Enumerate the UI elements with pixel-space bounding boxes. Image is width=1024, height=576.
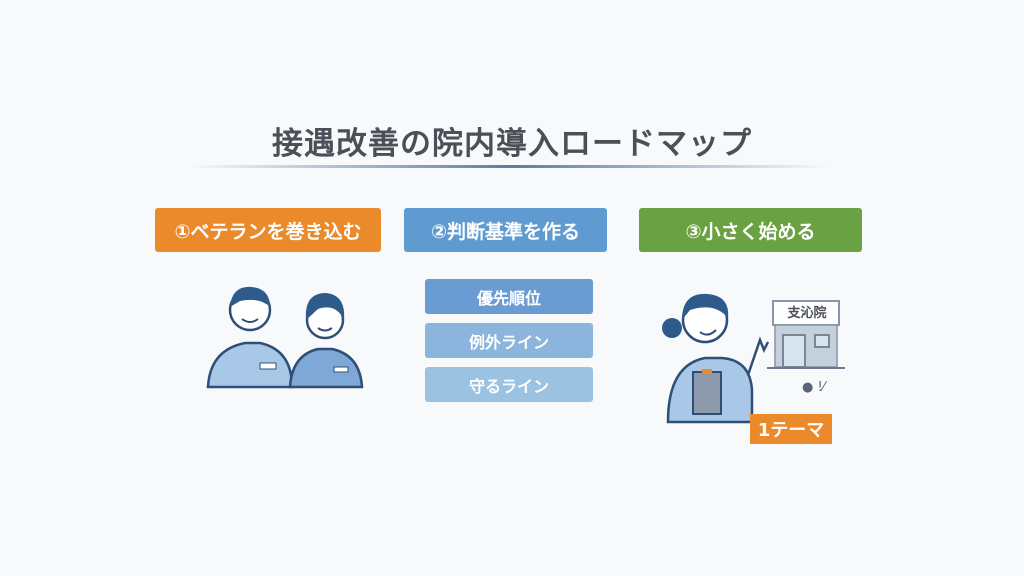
step-2-criteria: ②判断基準を作る: [404, 208, 607, 252]
veteran-staff-illustration: [206, 286, 364, 389]
staff-with-clipboard-illustration: [662, 293, 770, 424]
title-divider: [190, 165, 830, 168]
exclamation-icon: ● !⁄: [802, 380, 825, 395]
clinic-building-icon: [767, 300, 845, 369]
criterion-priority: 優先順位: [425, 279, 593, 314]
criterion-protect-line: 守るライン: [425, 367, 593, 402]
step-1-veterans: ①ベテランを巻き込む: [155, 208, 381, 252]
one-theme-badge: 1テーマ: [750, 414, 832, 444]
criterion-exception-line: 例外ライン: [425, 323, 593, 358]
clinic-sign-text: 支沁院: [787, 306, 827, 321]
slide-title: 接遇改善の院内導入ロードマップ: [272, 126, 752, 162]
step-3-start-small: ③小さく始める: [639, 208, 862, 252]
